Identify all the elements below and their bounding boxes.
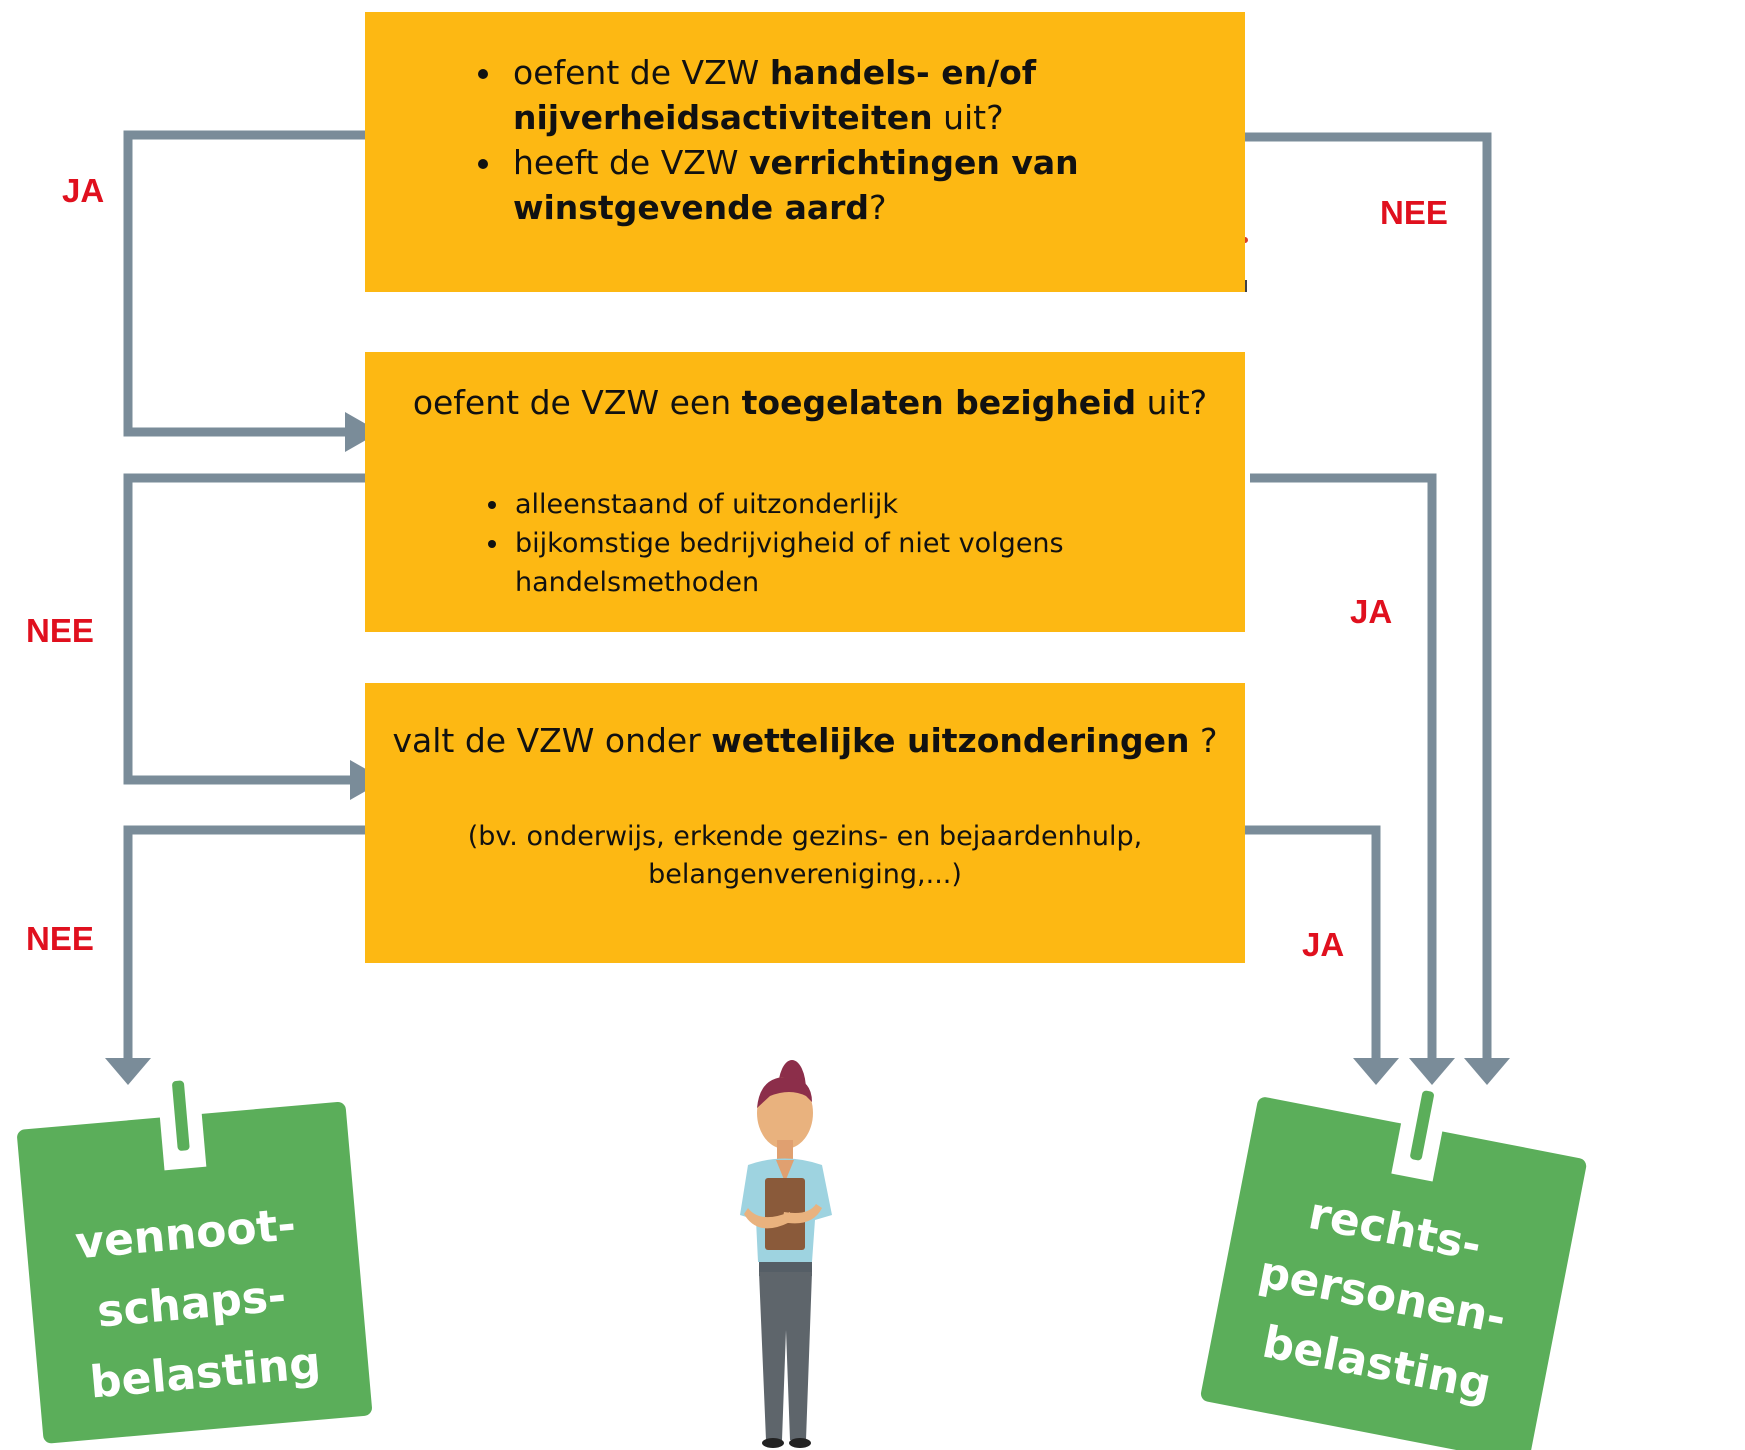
arrowhead bbox=[345, 412, 380, 452]
label-left-nee-1: NEE bbox=[26, 612, 94, 649]
box2-criterion: alleenstaand of uitzonderlijk bbox=[511, 485, 1185, 524]
arrowhead bbox=[105, 1058, 151, 1085]
box1-bullet-1: oefent de VZW handels- en/of nijverheids… bbox=[505, 50, 1125, 140]
label-right-ja-2: JA bbox=[1302, 926, 1345, 963]
box3-examples-note: (bv. onderwijs, erkende gezins- en bejaa… bbox=[467, 821, 1143, 890]
box2-criterion: bijkomstige bedrijvigheid of niet volgen… bbox=[511, 524, 1185, 602]
woman-illustration bbox=[740, 1060, 832, 1448]
arrowhead bbox=[1409, 1058, 1455, 1085]
label-right-nee: NEE bbox=[1380, 194, 1448, 231]
box3-question: valt de VZW onder wettelijke uitzonderin… bbox=[392, 721, 1218, 760]
question-box-3: valt de VZW onder wettelijke uitzonderin… bbox=[365, 683, 1245, 963]
box1-bullet-2: heeft de VZW verrichtingen van winstgeve… bbox=[505, 140, 1125, 230]
question-box-2: oefent de VZW een toegelaten bezigheid u… bbox=[365, 352, 1245, 632]
arrowhead bbox=[1353, 1058, 1399, 1085]
arrow-box1-nee bbox=[1245, 132, 1492, 1070]
arrow-box1-ja bbox=[123, 130, 372, 437]
label-right-ja-1: JA bbox=[1350, 593, 1393, 630]
box2-question: oefent de VZW een toegelaten bezigheid u… bbox=[412, 383, 1208, 422]
tag-vennootschapsbelasting: vennoot- schaps- belasting bbox=[17, 1080, 372, 1444]
box2-criteria-list: alleenstaand of uitzonderlijk bijkomstig… bbox=[475, 485, 1185, 602]
arrowhead bbox=[1464, 1058, 1510, 1085]
arrow-box2-nee bbox=[123, 473, 372, 785]
label-left-ja: JA bbox=[62, 172, 105, 209]
arrow-box3-nee bbox=[123, 825, 372, 1070]
tag-rechtspersonenbelasting: rechts- personen- belasting bbox=[1200, 1090, 1587, 1450]
question-box-1: oefent de VZW handels- en/of nijverheids… bbox=[365, 12, 1245, 292]
arrow-box3-ja bbox=[1245, 825, 1381, 1070]
label-left-nee-2: NEE bbox=[26, 920, 94, 957]
arrow-box2-ja bbox=[1250, 473, 1437, 1070]
svg-text:vennoot- schaps- b: vennoot- schaps- belasting bbox=[73, 1198, 325, 1409]
